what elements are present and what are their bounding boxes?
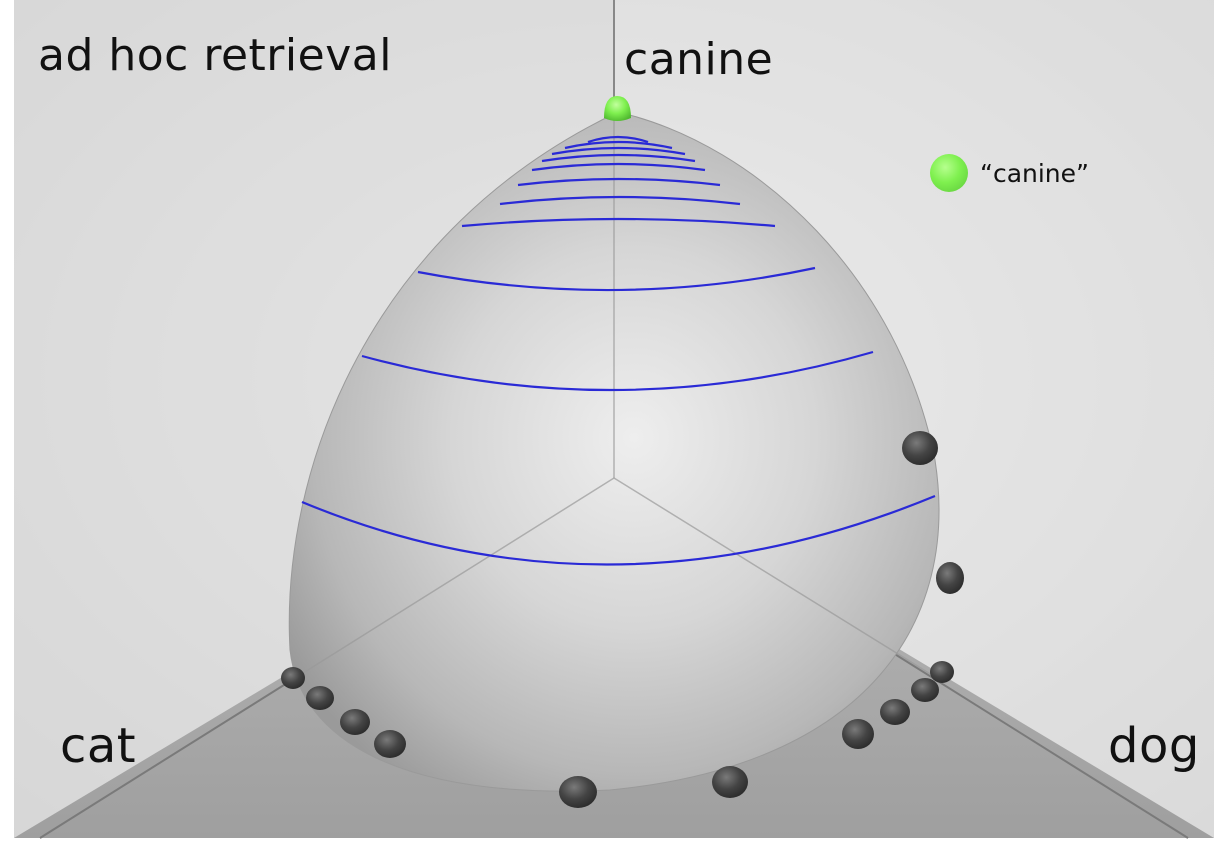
axis-line-right-through-surface [613, 477, 941, 681]
contour-line [461, 217, 776, 228]
document-point [930, 661, 954, 683]
contour-line [564, 140, 673, 150]
document-point [880, 699, 910, 725]
contour-line [301, 494, 936, 566]
contour-lines [301, 135, 936, 566]
document-point [559, 776, 597, 808]
contour-line [551, 146, 686, 156]
document-point [712, 766, 748, 798]
left-wall [14, 0, 614, 838]
legend-label: “canine” [980, 158, 1089, 188]
document-point [842, 719, 874, 749]
axis-line-left-through-surface [291, 477, 615, 681]
document-point [374, 730, 406, 758]
document-point [911, 678, 939, 702]
document-point [936, 562, 964, 594]
document-point [340, 709, 370, 735]
contour-line [499, 195, 741, 206]
contour-line [587, 135, 649, 144]
document-points [281, 431, 964, 808]
document-point [306, 686, 334, 710]
axis-label-canine: canine [624, 34, 774, 85]
contour-line [417, 266, 816, 292]
query-point [604, 96, 631, 121]
contour-line [517, 177, 721, 187]
legend-swatch [930, 154, 968, 192]
axis-label-dog: dog [1108, 718, 1200, 774]
document-point [902, 431, 938, 465]
diagram-title: ad hoc retrieval [38, 30, 392, 81]
document-point [281, 667, 305, 689]
contour-line [541, 153, 696, 163]
axis-label-cat: cat [60, 718, 137, 774]
legend: “canine” [930, 154, 1089, 192]
contour-line [361, 350, 874, 392]
contour-line [531, 162, 706, 172]
